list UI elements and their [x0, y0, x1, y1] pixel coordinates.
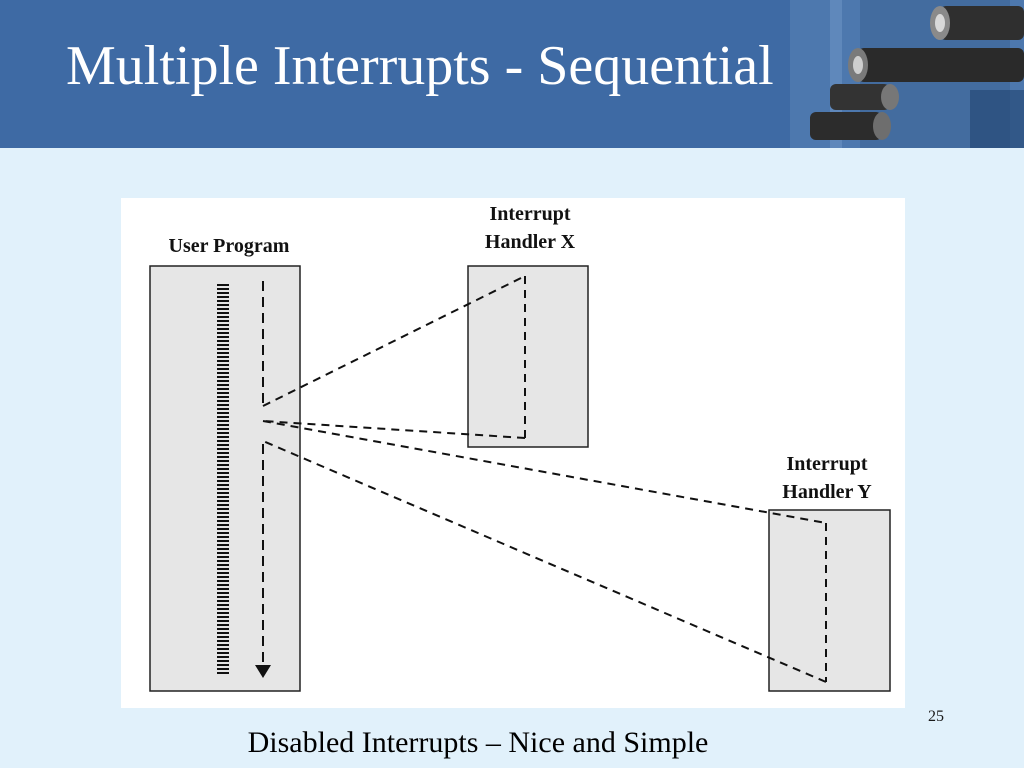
- transfer-to-handler-y: [262, 420, 827, 524]
- title-bar: Multiple Interrupts - Sequential: [0, 0, 1024, 148]
- slide-title: Multiple Interrupts - Sequential: [66, 35, 774, 97]
- handler-y-box: [768, 509, 891, 692]
- return-from-handler-y: [262, 440, 827, 683]
- user-program-label: User Program: [169, 235, 290, 257]
- handler-x-label-line1: Interrupt: [489, 203, 570, 225]
- down-arrow-icon: [255, 665, 271, 678]
- return-from-handler-x: [262, 420, 526, 439]
- handler-x-box: [467, 265, 589, 448]
- slide-number: 25: [928, 708, 944, 725]
- pipes-decoration-image: [790, 0, 1024, 148]
- slide-caption: Disabled Interrupts – Nice and Simple: [247, 726, 709, 759]
- handler-y-label-line2: Handler Y: [782, 481, 872, 503]
- handler-y-label-line1: Interrupt: [786, 453, 867, 475]
- handler-x-label-line2: Handler X: [485, 231, 576, 253]
- transfer-to-handler-x: [262, 275, 526, 407]
